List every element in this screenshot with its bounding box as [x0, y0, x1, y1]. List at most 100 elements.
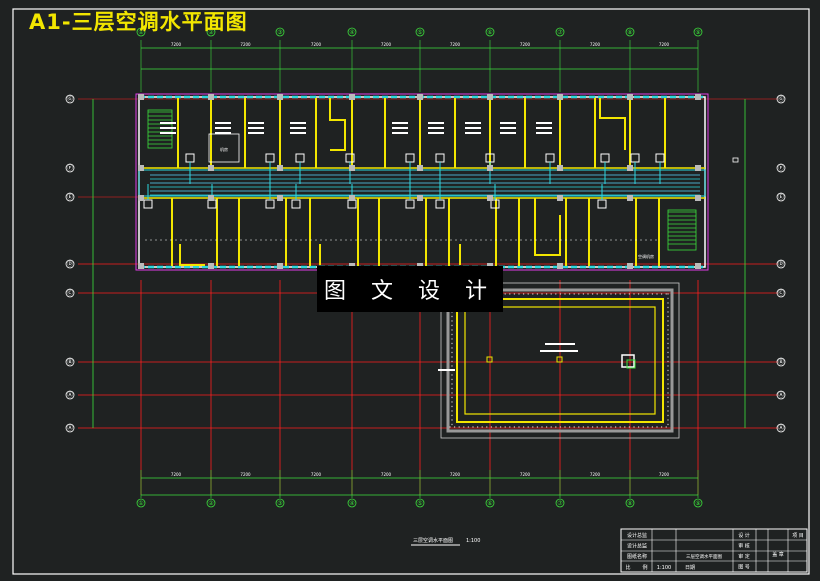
roof-gravel — [637, 293, 640, 295]
structural-column — [349, 195, 355, 201]
roof-gravel — [596, 293, 598, 295]
roof-gravel — [451, 374, 453, 376]
roof-gravel — [610, 293, 612, 295]
roof-gravel — [601, 293, 603, 295]
roof-gravel — [660, 293, 663, 295]
axis-bubble — [65, 288, 75, 298]
dimension-value: 7200 — [450, 42, 461, 47]
fan-coil-unit — [143, 199, 153, 209]
axis-bubble — [136, 498, 146, 508]
roof-gravel — [451, 360, 453, 363]
dimension-value: 7200 — [171, 472, 182, 477]
structural-column — [138, 165, 144, 171]
structural-column — [417, 165, 423, 171]
axis-label: Ⓒ — [778, 289, 784, 297]
fan-coil-unit — [655, 153, 665, 163]
structural-column — [138, 263, 144, 269]
structural-column — [487, 94, 493, 100]
structural-column — [277, 263, 283, 269]
roof-gravel — [451, 338, 453, 340]
fan-coil-unit — [597, 199, 607, 209]
axis-bubble — [275, 498, 285, 508]
axis-label: Ⓐ — [67, 391, 73, 399]
axis-label: Ⓓ — [778, 260, 784, 268]
structural-column — [557, 94, 563, 100]
axis-label: ① — [138, 29, 143, 36]
roof-gravel — [568, 426, 571, 428]
axis-bubble — [65, 94, 75, 104]
roof-gravel — [619, 293, 621, 295]
dimension-value: 7200 — [311, 472, 322, 477]
roof-gravel — [513, 293, 516, 295]
structural-column — [695, 195, 701, 201]
roof-gravel — [476, 426, 479, 428]
axis-label: ② — [208, 500, 214, 507]
structural-column — [138, 195, 144, 201]
axis-bubble — [65, 259, 75, 269]
room-partition — [534, 198, 561, 256]
roof-gravel — [582, 426, 585, 428]
title-block-value: 1:100 — [657, 565, 671, 571]
roof-gravel — [656, 426, 658, 428]
room-label: 机房 — [220, 146, 228, 152]
axis-label: ① — [138, 500, 143, 507]
roof-gravel — [667, 324, 669, 327]
axis-bubble — [693, 498, 703, 508]
roof-gravel — [559, 426, 562, 428]
structural-column — [627, 263, 633, 269]
title-block-label: 审 定 — [738, 553, 750, 560]
title-block-label: 项 目 — [792, 533, 804, 539]
roof-gravel — [587, 426, 589, 428]
roof-gravel — [573, 426, 575, 428]
structural-column — [208, 263, 214, 269]
axis-bubble — [776, 259, 786, 269]
fan-coil-unit — [347, 199, 357, 209]
roof-gravel — [667, 387, 669, 390]
roof-gravel — [642, 426, 644, 428]
roof-gravel — [536, 293, 539, 295]
roof-gravel — [596, 426, 598, 428]
roof-gravel — [633, 426, 635, 428]
roof-gravel — [614, 293, 617, 295]
title-block-label: 审 核 — [738, 543, 750, 550]
roof-gravel — [527, 293, 529, 295]
roof-gravel — [451, 329, 453, 331]
axis-bubble — [65, 163, 75, 173]
roof-gravel — [667, 329, 669, 331]
roof-gravel — [522, 426, 525, 428]
roof-fan-unit — [626, 359, 636, 369]
axis-bubble — [415, 498, 425, 508]
fan-coil-unit — [185, 153, 195, 163]
structural-column — [695, 94, 701, 100]
roof-drain — [486, 356, 493, 363]
structural-column — [487, 195, 493, 201]
watermark-banner: 图 文 设 计 — [317, 266, 503, 312]
roof-gravel — [451, 324, 453, 327]
roof-gravel — [667, 383, 669, 385]
dimension-value: 7200 — [450, 472, 461, 477]
roof-gravel — [667, 342, 669, 345]
axis-label: Ⓐ — [778, 424, 784, 432]
axis-label: ⑦ — [557, 500, 563, 507]
outer-frame — [12, 8, 810, 575]
axis-label: Ⓐ — [67, 424, 73, 432]
roof-gravel — [578, 293, 580, 295]
roof-gravel — [610, 426, 612, 428]
roof-gravel — [614, 426, 617, 428]
fan-coil-unit — [295, 153, 305, 163]
roof-gravel — [451, 315, 453, 318]
roof-gravel — [504, 426, 506, 428]
roof-gravel — [667, 378, 669, 381]
roof-gravel — [568, 293, 571, 295]
axis-bubble — [776, 357, 786, 367]
roof-gravel — [667, 410, 669, 412]
structural-column — [627, 165, 633, 171]
axis-bubble — [625, 27, 635, 37]
roof-gravel — [522, 293, 525, 295]
roof-gravel — [451, 351, 453, 354]
room-partition — [179, 244, 205, 266]
roof-gravel — [587, 293, 589, 295]
roof-gravel — [667, 419, 669, 421]
roof-gravel — [541, 293, 543, 295]
dimension-value: 7200 — [590, 472, 601, 477]
